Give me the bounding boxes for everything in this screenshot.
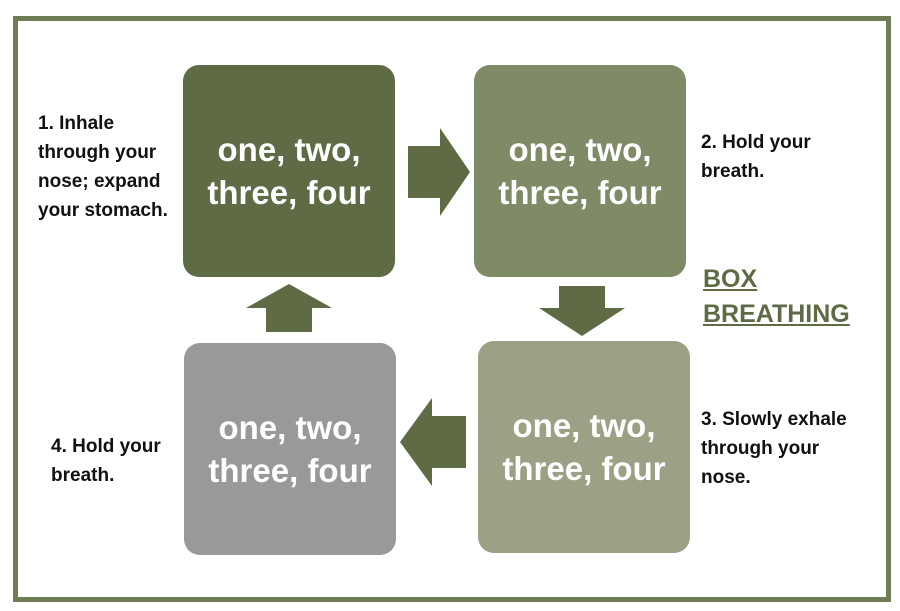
arrow-left-icon bbox=[400, 398, 466, 486]
arrow-down-icon bbox=[539, 286, 625, 336]
count-box-text: one, two, three, four bbox=[498, 131, 662, 211]
step-2-label: 2. Hold your breath. bbox=[701, 132, 811, 182]
step-3-label: 3. Slowly exhale through your nose. bbox=[701, 409, 847, 488]
diagram-title: BOX BREATHING bbox=[703, 265, 850, 328]
count-box-text: one, two, three, four bbox=[502, 407, 666, 487]
step-1-label: 1. Inhale through your nose; expand your… bbox=[38, 113, 168, 221]
arrow-up-icon bbox=[246, 284, 332, 332]
count-box-exhale: one, two, three, four bbox=[478, 341, 690, 553]
count-box-hold-1: one, two, three, four bbox=[474, 65, 686, 277]
count-box-hold-2: one, two, three, four bbox=[184, 343, 396, 555]
count-box-text: one, two, three, four bbox=[208, 409, 372, 489]
step-4-label: 4. Hold your breath. bbox=[51, 436, 161, 486]
count-box-text: one, two, three, four bbox=[207, 131, 371, 211]
count-box-inhale: one, two, three, four bbox=[183, 65, 395, 277]
arrow-right-icon bbox=[408, 128, 470, 216]
diagram-frame bbox=[13, 16, 891, 602]
